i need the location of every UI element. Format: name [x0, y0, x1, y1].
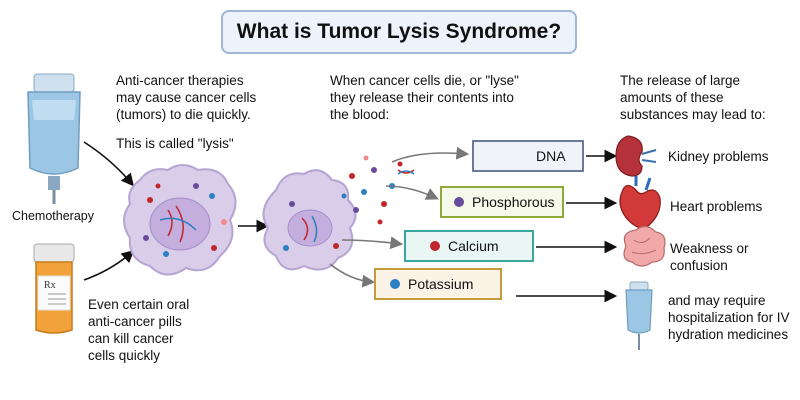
cancer-cell-icon	[123, 164, 237, 276]
release-line: they release their contents into	[330, 90, 514, 105]
release-line: the blood:	[330, 107, 390, 122]
calcium-box: Calcium	[404, 230, 534, 262]
kidney-problems-label: Kidney problems	[668, 149, 769, 164]
arrow-to-phosphorous	[385, 185, 439, 200]
pill-line: cells quickly	[88, 348, 161, 363]
lysis-text: This is called "lysis"	[116, 136, 234, 151]
potassium-dot-icon	[390, 279, 400, 289]
pill-line: can kill cancer	[88, 331, 174, 346]
heart-icon	[619, 176, 661, 229]
pill-rx-label: Rx	[44, 280, 56, 291]
therapies-line: may cause cancer cells	[116, 90, 257, 105]
arrow-to-dna	[391, 146, 470, 163]
pill-line: anti-cancer pills	[88, 314, 182, 329]
calcium-dot-icon	[430, 241, 440, 251]
consequence-line: The release of large	[620, 73, 741, 88]
page-title: What is Tumor Lysis Syndrome?	[221, 10, 577, 54]
pill-bottle-icon	[33, 243, 75, 334]
lysed-cell-icon	[262, 169, 357, 271]
weakness-line: confusion	[670, 258, 728, 273]
hospitalization-line: hospitalization for IV	[668, 310, 790, 325]
potassium-label: Potassium	[408, 276, 474, 292]
hospitalization-label: and may require hospitalization for IV h…	[668, 292, 798, 343]
therapies-line: (tumors) to die quickly.	[116, 107, 251, 122]
consequence-line: amounts of these	[620, 90, 724, 105]
dna-label: DNA	[536, 148, 566, 164]
iv-bag-icon	[625, 281, 653, 350]
arrow-chemo-to-cell	[83, 141, 135, 187]
release-text: When cancer cells die, or "lyse" they re…	[330, 72, 560, 123]
potassium-box: Potassium	[374, 268, 502, 300]
therapies-text: Anti-cancer therapies may cause cancer c…	[116, 72, 296, 123]
arrow-to-calcium	[341, 236, 404, 250]
chemotherapy-label: Chemotherapy	[12, 209, 94, 223]
phosphorous-box: Phosphorous	[440, 186, 564, 218]
therapies-line: Anti-cancer therapies	[116, 73, 244, 88]
arrow-to-potassium	[329, 263, 376, 288]
released-particles	[341, 155, 415, 225]
consequence-text: The release of large amounts of these su…	[620, 72, 796, 123]
kidney-icon	[615, 135, 657, 177]
brain-icon	[623, 225, 666, 267]
consequence-line: substances may lead to:	[620, 107, 766, 122]
pill-text: Even certain oral anti-cancer pills can …	[88, 296, 228, 364]
weakness-line: Weakness or	[670, 241, 749, 256]
iv-bag-chemo-icon	[27, 73, 81, 204]
pill-line: Even certain oral	[88, 297, 190, 312]
hospitalization-line: and may require	[668, 293, 766, 308]
weakness-label: Weakness or confusion	[670, 240, 749, 274]
arrow-pill-to-cell	[83, 249, 135, 281]
release-line: When cancer cells die, or "lyse"	[330, 73, 519, 88]
phosphorous-label: Phosphorous	[472, 194, 555, 210]
calcium-label: Calcium	[448, 238, 499, 254]
phosphorous-dot-icon	[454, 197, 464, 207]
dna-box: DNA	[472, 140, 584, 172]
heart-problems-label: Heart problems	[670, 199, 763, 214]
hospitalization-line: hydration medicines	[668, 327, 789, 342]
